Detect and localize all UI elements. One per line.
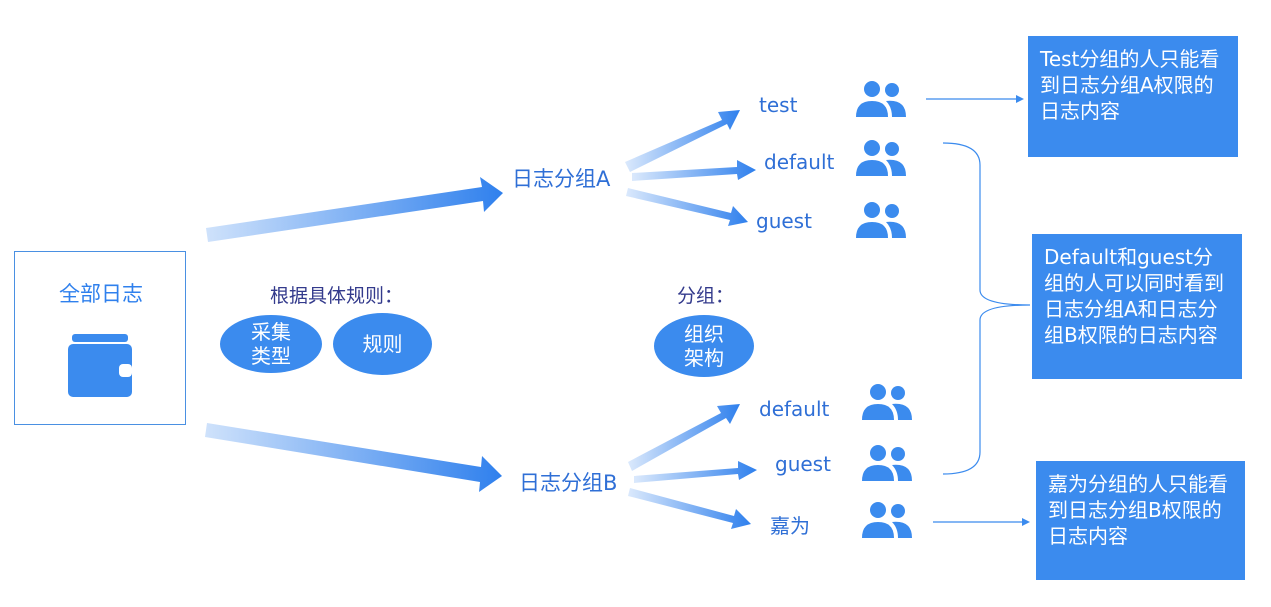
arrow-group-a-to-guest bbox=[626, 188, 748, 226]
pill-org-structure-label: 组织 架构 bbox=[684, 322, 724, 370]
pill-org-structure: 组织 架构 bbox=[654, 315, 754, 377]
brace-default-guest bbox=[942, 142, 1031, 475]
pill-rule-label: 规则 bbox=[362, 332, 403, 356]
group-b-label: 日志分组B bbox=[519, 471, 618, 495]
pill-collect-type: 采集 类型 bbox=[220, 315, 322, 373]
note-default-guest: Default和guest分组的人可以同时看到日志分组A和日志分组B权限的日志内… bbox=[1032, 234, 1242, 379]
arrow-group-b-to-guest bbox=[634, 461, 757, 483]
group-a-label: 日志分组A bbox=[512, 167, 611, 191]
note-test-text: Test分组的人只能看到日志分组A权限的日志内容 bbox=[1040, 47, 1220, 123]
arrow-group-a-to-test bbox=[625, 110, 740, 172]
grouping-heading: 分组： bbox=[677, 285, 735, 307]
arrow-group-a-to-default bbox=[632, 160, 756, 181]
users-icon bbox=[856, 140, 906, 176]
member-b-jiawei: 嘉为 bbox=[770, 514, 810, 538]
member-b-default: default bbox=[759, 397, 830, 421]
arrow-source-to-group-a bbox=[206, 177, 503, 242]
member-a-default: default bbox=[764, 150, 835, 174]
users-icon bbox=[856, 202, 906, 238]
arrow-group-b-to-default bbox=[628, 404, 740, 471]
source-title: 全部日志 bbox=[59, 282, 143, 306]
connector-jiawei-arrowhead bbox=[1022, 518, 1030, 526]
arrow-source-to-group-b bbox=[205, 423, 502, 492]
note-jiawei-text: 嘉为分组的人只能看到日志分组B权限的日志内容 bbox=[1048, 472, 1228, 548]
users-icon bbox=[862, 445, 912, 481]
note-jiawei: 嘉为分组的人只能看到日志分组B权限的日志内容 bbox=[1036, 461, 1245, 580]
member-a-guest: guest bbox=[756, 209, 812, 233]
users-icon bbox=[862, 384, 912, 420]
connector-test-arrowhead bbox=[1016, 95, 1024, 103]
pill-rule: 规则 bbox=[333, 313, 432, 375]
member-a-test: test bbox=[759, 93, 798, 117]
note-default-guest-text: Default和guest分组的人可以同时看到日志分组A和日志分组B权限的日志内… bbox=[1044, 245, 1224, 347]
note-test: Test分组的人只能看到日志分组A权限的日志内容 bbox=[1028, 36, 1238, 157]
arrow-group-b-to-jiawei bbox=[628, 488, 751, 529]
member-b-guest: guest bbox=[775, 452, 831, 476]
users-icon bbox=[862, 502, 912, 538]
source-all-logs: 全部日志 bbox=[14, 251, 186, 425]
pill-collect-type-label: 采集 类型 bbox=[251, 320, 291, 368]
users-icon bbox=[856, 81, 906, 117]
rules-heading: 根据具体规则： bbox=[270, 285, 404, 307]
wallet-icon bbox=[68, 334, 132, 397]
